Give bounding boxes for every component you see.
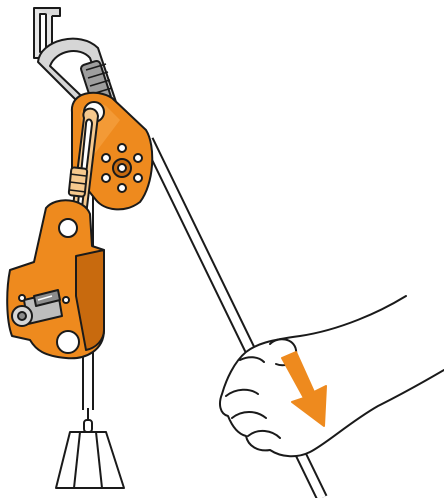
hand-icon xyxy=(220,296,444,456)
weight-load-icon xyxy=(56,408,124,488)
rope-clamp-icon xyxy=(7,200,104,358)
